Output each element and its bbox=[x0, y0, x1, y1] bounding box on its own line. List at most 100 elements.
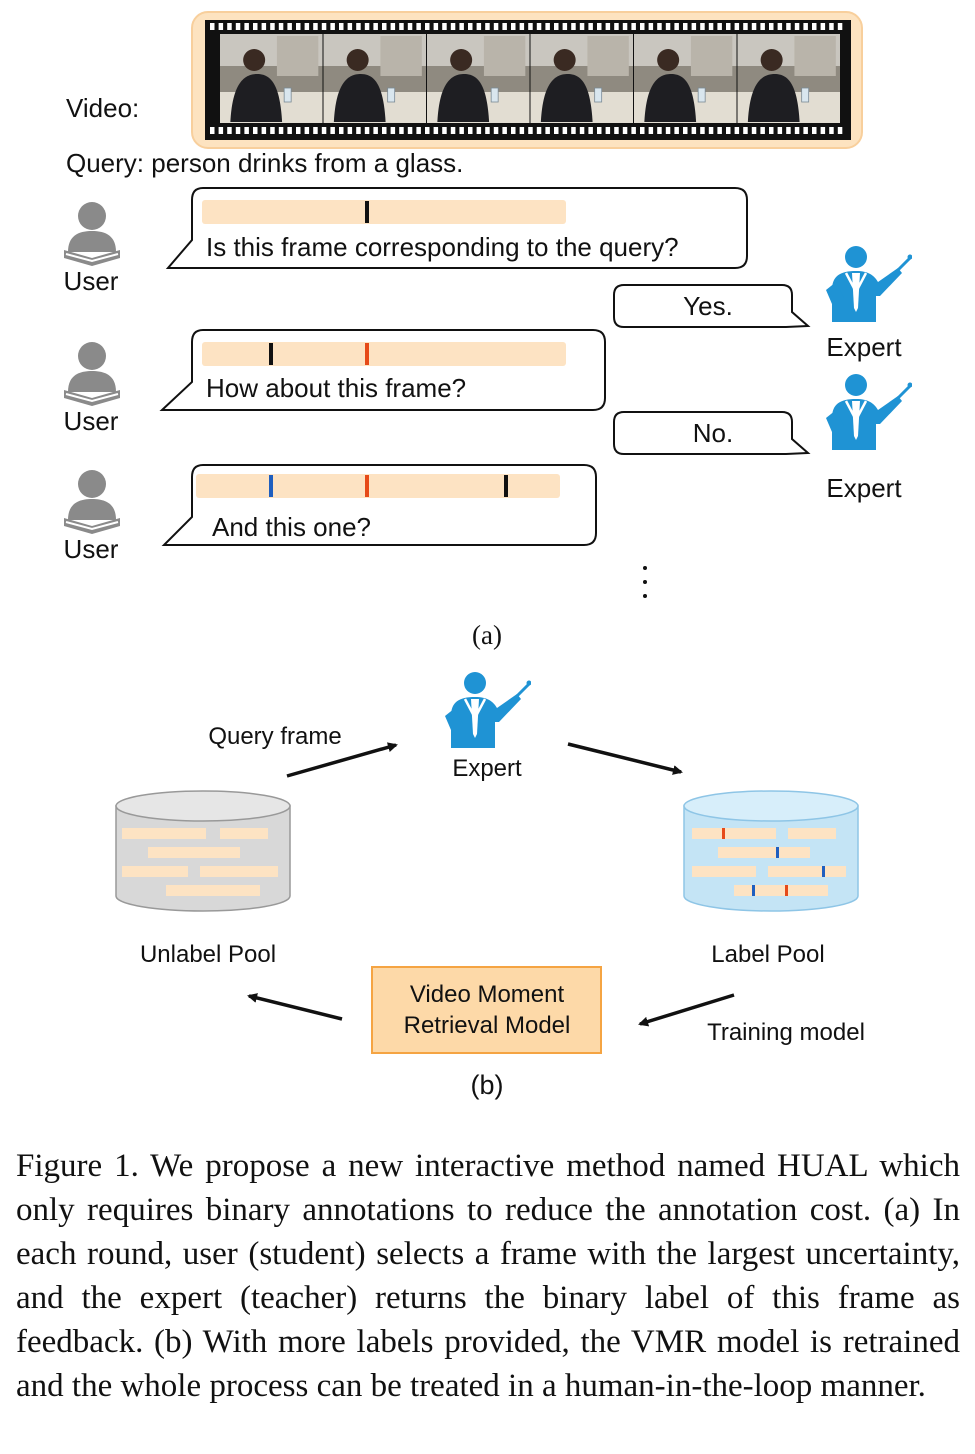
sprocket-hole bbox=[356, 127, 361, 134]
sprocket-hole bbox=[640, 23, 645, 30]
sprocket-hole bbox=[562, 23, 568, 30]
timeline-marker-black bbox=[269, 343, 273, 365]
sprocket-hole bbox=[528, 23, 533, 30]
sprocket-hole bbox=[313, 23, 318, 30]
sprocket-hole bbox=[261, 127, 267, 134]
sprocket-hole bbox=[657, 23, 662, 30]
training-model-label: Training model bbox=[707, 1019, 865, 1046]
sprocket-hole bbox=[511, 127, 516, 134]
sprocket-hole bbox=[726, 127, 731, 134]
sprocket-hole bbox=[304, 23, 310, 30]
expert-icon-2 bbox=[824, 374, 912, 452]
sprocket-holes-top bbox=[210, 23, 843, 30]
sprocket-hole bbox=[399, 23, 404, 30]
sprocket-hole bbox=[407, 23, 413, 30]
sprocket-hole bbox=[803, 23, 808, 30]
sprocket-hole bbox=[210, 127, 215, 134]
sprocket-hole bbox=[364, 23, 370, 30]
sprocket-hole bbox=[579, 127, 585, 134]
sprocket-hole bbox=[769, 127, 774, 134]
sprocket-hole bbox=[235, 127, 241, 134]
expert-reply-2: No. bbox=[613, 411, 811, 455]
sprocket-hole bbox=[330, 127, 335, 134]
reply-text-no: No. bbox=[693, 418, 733, 448]
sprocket-hole bbox=[485, 127, 490, 134]
model-line-1: Video Moment bbox=[410, 981, 565, 1008]
expert-icon-b bbox=[443, 672, 531, 750]
sprocket-hole bbox=[425, 127, 430, 134]
timeline-bar-3 bbox=[196, 474, 560, 498]
sprocket-hole bbox=[631, 23, 636, 30]
video-frame bbox=[220, 34, 323, 123]
sprocket-hole bbox=[545, 127, 550, 134]
sprocket-hole bbox=[244, 23, 249, 30]
sprocket-hole bbox=[347, 23, 353, 30]
sprocket-hole bbox=[321, 23, 327, 30]
timeline-marker-black bbox=[365, 201, 369, 223]
label-pool-cylinder bbox=[683, 790, 859, 912]
sprocket-hole bbox=[829, 23, 834, 30]
sprocket-hole bbox=[786, 127, 791, 134]
sprocket-hole bbox=[726, 23, 731, 30]
sprocket-hole bbox=[218, 23, 224, 30]
sprocket-hole bbox=[399, 127, 404, 134]
sprocket-hole bbox=[648, 23, 654, 30]
sprocket-hole bbox=[614, 127, 619, 134]
expert-icon-1 bbox=[824, 246, 912, 324]
sprocket-hole bbox=[812, 23, 817, 30]
sprocket-hole bbox=[296, 23, 301, 30]
sprocket-hole bbox=[304, 127, 310, 134]
sprocket-hole bbox=[743, 127, 748, 134]
sprocket-hole bbox=[837, 127, 843, 134]
sprocket-hole bbox=[708, 127, 714, 134]
sprocket-hole bbox=[554, 127, 559, 134]
timeline-bar-1 bbox=[202, 200, 566, 224]
unlabel-pool-cylinder bbox=[115, 790, 291, 912]
arrow-to-unlabel-pool bbox=[247, 993, 343, 1021]
sprocket-hole bbox=[218, 127, 224, 134]
sprocket-hole bbox=[683, 127, 688, 134]
sprocket-hole bbox=[270, 127, 275, 134]
sprocket-hole bbox=[468, 127, 473, 134]
sprocket-hole bbox=[751, 23, 757, 30]
sprocket-hole bbox=[278, 127, 284, 134]
sprocket-hole bbox=[253, 127, 258, 134]
sprocket-hole bbox=[665, 23, 671, 30]
expert-label-b: Expert bbox=[452, 755, 522, 782]
user-label-1: User bbox=[64, 266, 119, 296]
timeline-marker-red bbox=[365, 475, 369, 497]
sprocket-hole bbox=[588, 23, 593, 30]
sprocket-hole bbox=[622, 127, 628, 134]
sprocket-hole bbox=[330, 23, 335, 30]
sprocket-hole bbox=[313, 127, 318, 134]
sprocket-hole bbox=[708, 23, 714, 30]
vmr-model-box: Video Moment Retrieval Model bbox=[371, 966, 602, 1054]
sprocket-hole bbox=[777, 127, 783, 134]
sprocket-hole bbox=[425, 23, 430, 30]
sprocket-hole bbox=[597, 127, 602, 134]
sprocket-hole bbox=[364, 127, 370, 134]
sprocket-hole bbox=[674, 23, 679, 30]
sprocket-hole bbox=[493, 23, 499, 30]
label-pool-label: Label Pool bbox=[711, 941, 824, 968]
sprocket-hole bbox=[287, 23, 292, 30]
sprocket-hole bbox=[459, 23, 464, 30]
sprocket-hole bbox=[528, 127, 533, 134]
video-frame bbox=[530, 34, 633, 123]
sprocket-hole bbox=[433, 23, 439, 30]
user-icon-2 bbox=[63, 341, 121, 407]
sprocket-hole bbox=[416, 23, 421, 30]
sprocket-hole bbox=[571, 23, 576, 30]
sprocket-hole bbox=[511, 23, 516, 30]
sprocket-hole bbox=[356, 23, 361, 30]
sprocket-hole bbox=[270, 23, 275, 30]
arrow-query-frame bbox=[286, 742, 398, 778]
sprocket-hole bbox=[700, 23, 705, 30]
sprocket-hole bbox=[278, 23, 284, 30]
sprocket-hole bbox=[683, 23, 688, 30]
sprocket-hole bbox=[812, 127, 817, 134]
video-frames bbox=[220, 34, 840, 123]
sprocket-hole bbox=[347, 127, 353, 134]
sprocket-hole bbox=[769, 23, 774, 30]
sprocket-hole bbox=[734, 127, 740, 134]
